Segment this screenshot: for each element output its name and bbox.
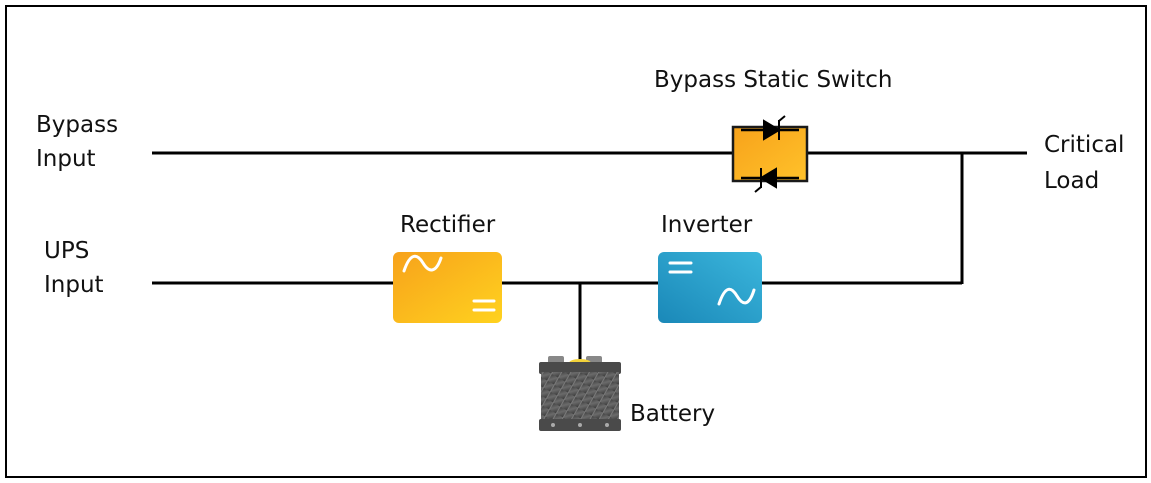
inverter-label: Inverter [661,212,753,238]
ups-input-label-line2: Input [44,272,104,298]
critical-load-label-line2: Load [1044,168,1099,194]
wires [152,151,1027,368]
ac-to-dc-icon [402,254,496,312]
thyristor-pair-icon [741,115,799,193]
bypass-static-switch [731,115,809,193]
ups-input-label-line1: UPS [44,238,89,264]
labels: Bypass Input UPS Input Critical Load Byp… [36,67,1124,427]
battery-label: Battery [630,401,715,427]
bypass-input-label-line1: Bypass [36,112,118,138]
critical-load-label-line1: Critical [1044,132,1124,158]
dc-to-ac-icon [668,261,756,306]
bypass-input-label-line2: Input [36,146,96,172]
rectifier-block [393,252,502,323]
inverter-block [658,252,762,323]
bypass-static-switch-label: Bypass Static Switch [654,67,892,93]
rectifier-box [393,252,502,323]
inverter-box [658,252,762,323]
rectifier-label: Rectifier [400,212,496,238]
diagram-border [5,5,1147,478]
battery-icon [539,356,621,431]
